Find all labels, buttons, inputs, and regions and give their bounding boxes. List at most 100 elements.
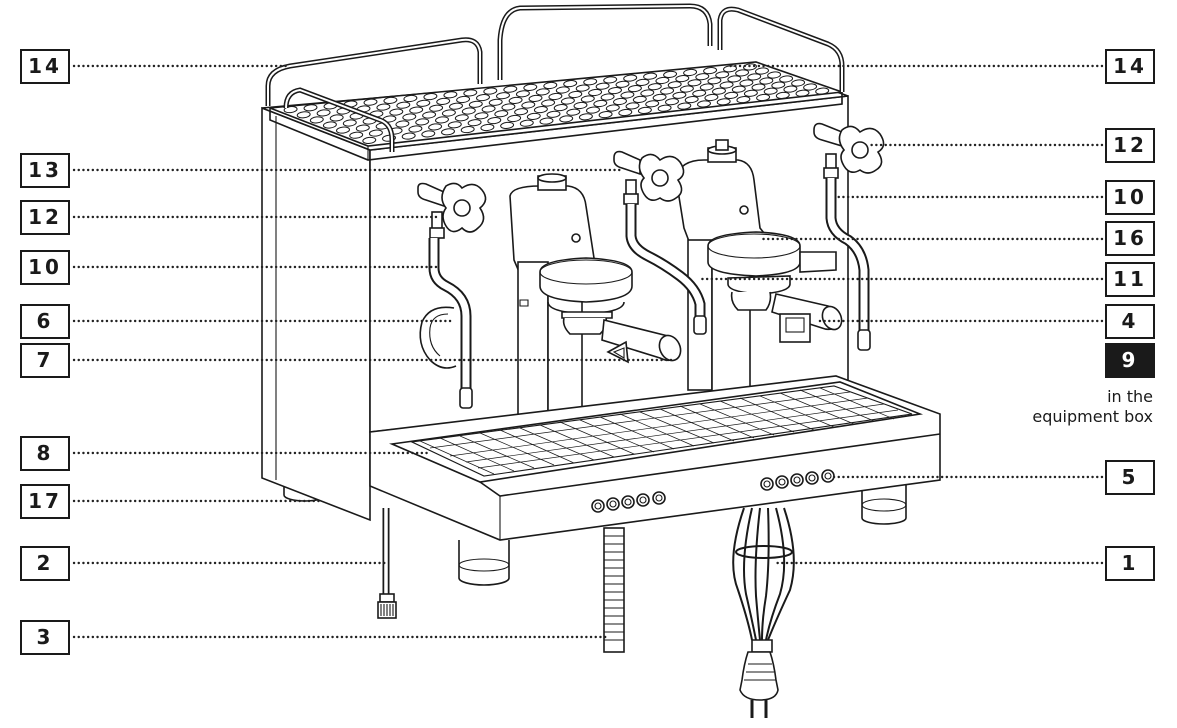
perforation-hole — [460, 126, 475, 134]
perforation-hole — [739, 79, 754, 87]
cup-rails — [265, 3, 845, 152]
callout-12-right: 12 — [1105, 128, 1155, 163]
perforation-hole — [672, 91, 687, 99]
perforation-hole — [336, 126, 350, 134]
perforation-hole — [615, 80, 630, 88]
perforation-hole — [716, 98, 731, 106]
steam-valve-left — [417, 182, 487, 239]
perforation-hole — [707, 77, 722, 85]
perforation-hole — [441, 128, 455, 136]
perforation-hole — [521, 101, 536, 109]
perforation-hole — [546, 110, 561, 118]
power-cable — [732, 507, 795, 718]
perforation-hole — [743, 89, 758, 97]
perforation-hole — [795, 89, 810, 97]
perforation-hole — [736, 96, 751, 104]
perforation-hole — [283, 106, 298, 114]
perforation-hole — [620, 91, 635, 99]
perforation-hole — [483, 87, 498, 95]
perforation-hole — [454, 114, 469, 122]
perforation-hole — [436, 97, 451, 105]
perforation-hole — [349, 131, 364, 139]
equipment-box-note-line1: in the — [1107, 387, 1153, 406]
equipment-box-note-line2: equipment box — [1032, 407, 1153, 426]
perforation-hole — [526, 112, 541, 120]
perforation-hole — [508, 96, 523, 104]
perforation-hole — [435, 116, 449, 124]
perforation-hole — [578, 113, 593, 121]
perforation-hole — [441, 109, 456, 117]
perforation-hole — [501, 103, 516, 111]
perforation-hole — [560, 97, 575, 105]
machine-illustration — [261, 3, 941, 718]
perforation-hole — [408, 125, 423, 133]
callout-10-right: 10 — [1105, 180, 1155, 215]
perforation-hole — [779, 75, 794, 83]
callout-label: 17 — [28, 489, 62, 513]
callout-6: 6 — [20, 304, 70, 339]
perforation-hole — [679, 85, 694, 93]
perforation-hole — [303, 104, 318, 112]
perforation-hole — [586, 106, 600, 114]
perforation-hole — [613, 97, 627, 106]
callout-label: 2 — [37, 551, 54, 575]
perforation-hole — [423, 93, 438, 101]
perforation-hole — [803, 83, 818, 91]
perforation-hole — [481, 105, 496, 113]
perforation-hole — [791, 79, 806, 87]
perforation-hole — [632, 95, 647, 103]
perforation-hole — [743, 63, 757, 71]
perforation-hole — [395, 120, 410, 128]
perforation-hole — [663, 70, 678, 78]
perforation-hole — [598, 111, 613, 119]
callout-label: 12 — [1113, 133, 1147, 157]
perforation-hole — [703, 67, 718, 75]
perforation-hole — [468, 100, 483, 108]
perforation-hole — [363, 98, 378, 106]
perforation-hole — [488, 98, 503, 106]
perforation-hole — [704, 93, 719, 102]
perforation-hole — [382, 134, 396, 142]
perforation-hole — [625, 102, 640, 110]
perforation-hole — [416, 99, 431, 107]
perforation-hole — [665, 98, 679, 106]
perforation-hole — [523, 83, 538, 91]
perforation-hole — [329, 114, 344, 122]
perforation-hole — [593, 99, 608, 108]
perforation-hole — [362, 136, 377, 144]
callout-label: 10 — [1113, 185, 1147, 209]
water-supply-hose — [377, 508, 397, 619]
callout-label: 13 — [28, 158, 62, 182]
perforation-hole — [583, 78, 598, 86]
perforation-hole — [503, 85, 518, 93]
perforation-hole — [715, 71, 730, 79]
perforation-hole — [759, 77, 774, 85]
perforation-hole — [500, 121, 515, 129]
side-panel — [261, 106, 371, 522]
perforation-hole — [376, 103, 391, 111]
drip-tray — [369, 375, 941, 541]
callout-10-left: 10 — [20, 250, 70, 285]
perforation-hole — [695, 73, 710, 81]
callout-8: 8 — [20, 436, 70, 471]
perforation-hole — [447, 121, 462, 129]
perforation-hole — [647, 83, 662, 91]
steam-wand-left — [428, 238, 473, 409]
perforation-hole — [731, 85, 746, 93]
perforation-hole — [535, 88, 550, 96]
perforation-hole — [553, 104, 568, 112]
perforation-hole — [514, 108, 529, 116]
perforation-hole — [719, 81, 734, 89]
perforation-hole — [429, 104, 444, 112]
perforation-hole — [422, 111, 437, 119]
perforation-hole — [605, 104, 620, 112]
perforation-hole — [623, 74, 638, 82]
perforation-hole — [443, 91, 458, 99]
perforation-hole — [543, 81, 558, 90]
callout-1: 1 — [1105, 546, 1155, 581]
perforation-hole — [519, 119, 534, 127]
callout-4: 4 — [1105, 304, 1155, 339]
callout-label: 3 — [37, 625, 54, 649]
perforation-hole — [645, 100, 660, 108]
